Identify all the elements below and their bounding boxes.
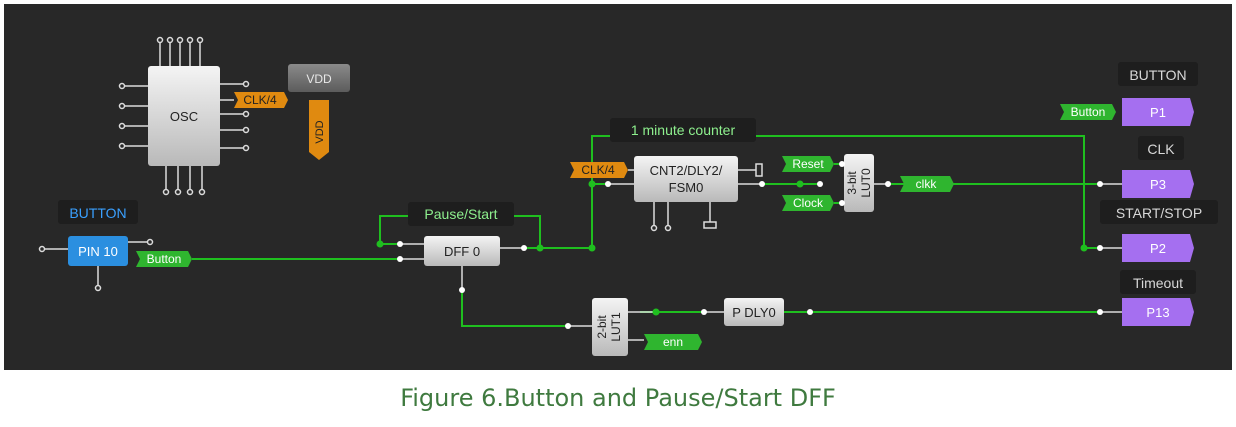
svg-text:P3: P3 xyxy=(1150,177,1166,192)
svg-text:CNT2/DLY2/: CNT2/DLY2/ xyxy=(650,163,723,178)
osc-block[interactable]: OSC xyxy=(118,36,250,196)
svg-text:P DLY0: P DLY0 xyxy=(732,305,776,320)
svg-text:LUT1: LUT1 xyxy=(609,312,623,342)
junction-dots xyxy=(376,161,1103,329)
schematic-diagram: OSC CLK/4 VDD VDD BUTTON xyxy=(38,36,1218,356)
timeout-label: Timeout xyxy=(1120,270,1196,294)
svg-text:BUTTON: BUTTON xyxy=(69,205,126,221)
svg-text:VDD: VDD xyxy=(306,72,332,86)
button-tag-right: Button xyxy=(1060,104,1116,120)
pin-p3[interactable]: P3 xyxy=(1100,170,1194,198)
svg-text:P13: P13 xyxy=(1146,305,1169,320)
svg-text:DFF 0: DFF 0 xyxy=(444,244,480,259)
svg-text:enn: enn xyxy=(663,335,683,349)
pin-p1[interactable]: P1 xyxy=(1122,98,1194,126)
svg-text:3-bit: 3-bit xyxy=(845,171,859,195)
svg-text:BUTTON: BUTTON xyxy=(1129,67,1186,83)
svg-text:START/STOP: START/STOP xyxy=(1116,205,1202,221)
pin-p13[interactable]: P13 xyxy=(1100,298,1194,326)
pin-p2[interactable]: P2 xyxy=(1100,234,1194,262)
lut0-block[interactable]: 3-bit LUT0 xyxy=(844,154,888,212)
svg-text:CLK: CLK xyxy=(1147,141,1175,157)
wire-dff-to-counter xyxy=(524,135,1100,249)
svg-text:LUT0: LUT0 xyxy=(859,168,873,198)
svg-text:Button: Button xyxy=(1071,105,1106,119)
svg-text:CLK/4: CLK/4 xyxy=(581,163,615,177)
clk4-osc-tag: CLK/4 xyxy=(234,92,288,108)
clkk-tag: clkk xyxy=(900,176,954,192)
svg-text:P2: P2 xyxy=(1150,241,1166,256)
wire-pause-loop-left xyxy=(379,215,541,248)
clock-tag: Clock xyxy=(782,195,834,211)
svg-text:Clock: Clock xyxy=(793,196,824,210)
clk4-counter-tag: CLK/4 xyxy=(570,162,628,178)
button-label-right: BUTTON xyxy=(1118,62,1198,86)
start-stop-label: START/STOP xyxy=(1100,200,1218,224)
counter-label: 1 minute counter xyxy=(610,118,756,142)
pin10-label: PIN 10 xyxy=(78,244,118,259)
svg-text:2-bit: 2-bit xyxy=(595,315,609,339)
pause-start-label: Pause/Start xyxy=(408,202,514,226)
button-label-left: BUTTON xyxy=(58,200,138,224)
svg-text:CLK/4: CLK/4 xyxy=(243,93,277,107)
svg-text:FSM0: FSM0 xyxy=(669,180,704,195)
pdly0-block[interactable]: P DLY0 xyxy=(704,298,784,326)
schematic-canvas: OSC CLK/4 VDD VDD BUTTON xyxy=(4,4,1232,370)
enn-tag: enn xyxy=(644,334,702,350)
osc-pins xyxy=(118,36,250,196)
cnt2-dly2-fsm0-block[interactable]: CNT2/DLY2/ FSM0 xyxy=(610,156,763,232)
clk-label: CLK xyxy=(1138,136,1184,160)
osc-label: OSC xyxy=(170,109,198,124)
svg-text:1 minute counter: 1 minute counter xyxy=(631,122,736,138)
vdd-tag: VDD xyxy=(309,100,329,160)
svg-text:Timeout: Timeout xyxy=(1133,275,1183,291)
svg-text:Pause/Start: Pause/Start xyxy=(424,206,497,222)
svg-text:Button: Button xyxy=(147,252,182,266)
reset-tag: Reset xyxy=(782,156,834,172)
wire-dff-to-lut1 xyxy=(461,290,568,327)
figure-caption: Figure 6.Button and Pause/Start DFF xyxy=(400,384,836,412)
button-net-tag: Button xyxy=(136,251,192,267)
lut1-block[interactable]: 2-bit LUT1 xyxy=(568,298,656,356)
svg-text:P1: P1 xyxy=(1150,105,1166,120)
pin10-block[interactable]: PIN 10 xyxy=(38,236,154,292)
svg-text:clkk: clkk xyxy=(916,177,938,191)
svg-text:Reset: Reset xyxy=(792,157,824,171)
vdd-block[interactable]: VDD xyxy=(288,64,350,92)
svg-text:VDD: VDD xyxy=(314,120,326,143)
dff0-block[interactable]: DFF 0 xyxy=(402,236,524,290)
